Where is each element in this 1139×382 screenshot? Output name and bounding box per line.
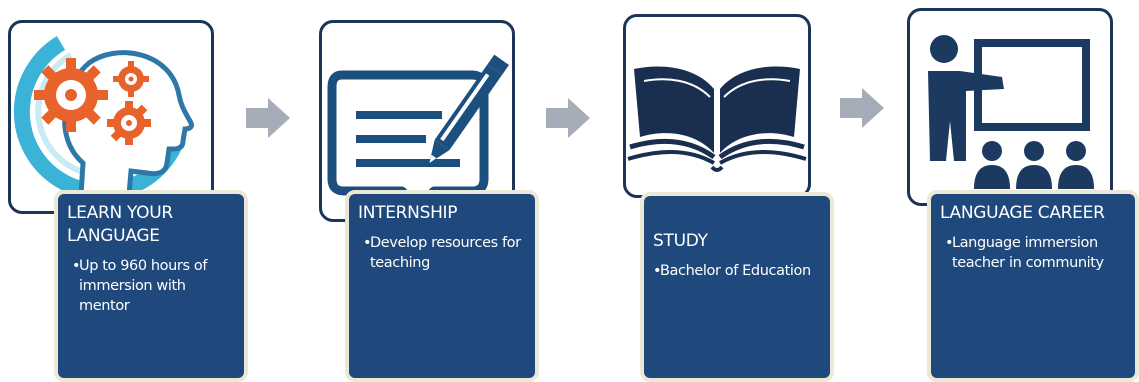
bullet-marker: • xyxy=(72,258,81,274)
step-3-bullet: •Bachelor of Education xyxy=(653,261,821,281)
step-3-bullet-text: Bachelor of Education xyxy=(660,263,811,279)
step-1-icon-frame xyxy=(8,20,214,214)
step-3-icon-frame xyxy=(623,14,811,198)
step-4-bullet-text: Language immersion teacher in community xyxy=(952,235,1104,271)
step-4-title: LANGUAGE CAREER xyxy=(940,203,1105,223)
step-1-bullet: •Up to 960 hours of immersion with mento… xyxy=(67,256,235,316)
step-4-icon-frame xyxy=(907,8,1113,206)
step-2-bullet-text: Develop resources for teaching xyxy=(370,235,521,271)
bullet-marker: • xyxy=(363,235,372,251)
open-book-icon xyxy=(627,66,807,172)
step-4-card: LANGUAGE CAREER •Language immersion teac… xyxy=(927,190,1139,382)
bullet-marker: • xyxy=(945,235,954,251)
step-3-card: STUDY •Bachelor of Education xyxy=(640,192,834,382)
step-1-card: LEARN YOUR LANGUAGE •Up to 960 hours of … xyxy=(54,190,248,382)
step-3-title: STUDY xyxy=(653,231,708,251)
flow-arrow-2 xyxy=(546,98,590,138)
right-arrow-icon xyxy=(246,98,290,138)
step-1-bullet-text: Up to 960 hours of immersion with mentor xyxy=(79,258,208,314)
step-2-title: INTERNSHIP xyxy=(358,203,458,223)
brain-gears-icon xyxy=(13,36,194,200)
step-4-bullet: •Language immersion teacher in community xyxy=(940,233,1126,273)
step-1-title: LEARN YOUR LANGUAGE xyxy=(67,203,173,246)
bullet-marker: • xyxy=(653,263,662,279)
step-2-card: INTERNSHIP •Develop resources for teachi… xyxy=(345,190,539,382)
right-arrow-icon xyxy=(546,98,590,138)
teacher-classroom-icon xyxy=(928,35,1094,189)
right-arrow-icon xyxy=(840,88,884,128)
step-2-icon-frame xyxy=(319,20,515,222)
step-2-bullet: •Develop resources for teaching xyxy=(358,233,526,273)
flow-arrow-1 xyxy=(246,98,290,138)
flow-arrow-3 xyxy=(840,88,884,128)
